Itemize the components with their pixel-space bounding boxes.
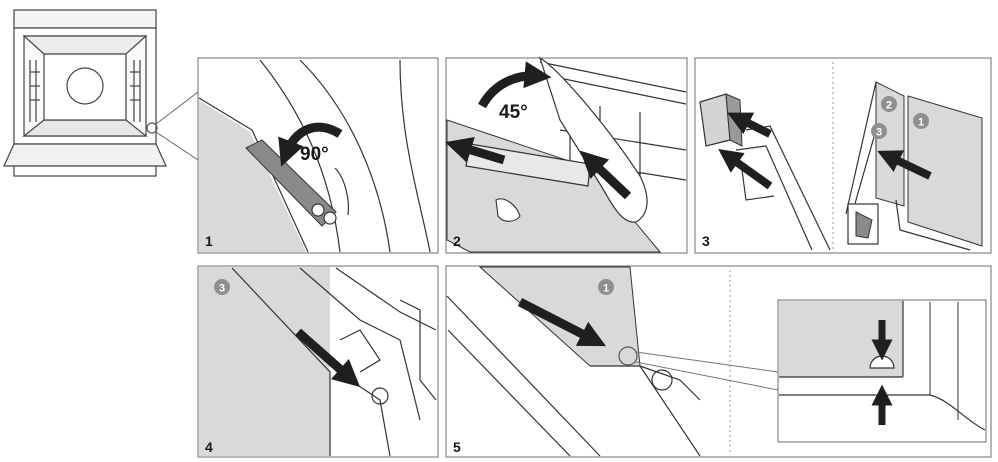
step-number-3: 3 xyxy=(702,233,710,249)
hand-illustration xyxy=(538,56,648,223)
rotate-arrow-45 xyxy=(478,61,552,109)
push-arrow xyxy=(877,150,932,180)
step-panel-1: 90° 1 xyxy=(197,57,439,254)
svg-text:3: 3 xyxy=(876,127,882,139)
insert-arrow-lower xyxy=(718,149,773,190)
slide-arrow-left xyxy=(445,137,506,165)
step-panel-5: 1 5 xyxy=(445,265,992,458)
callout-badge-3 xyxy=(871,123,887,139)
slide-arrow xyxy=(517,297,607,347)
callout-badge-2 xyxy=(881,96,897,112)
svg-text:2: 2 xyxy=(886,100,892,112)
callout-badge-1 xyxy=(598,279,614,295)
lift-arrow xyxy=(580,150,632,200)
step-number-4: 4 xyxy=(205,439,213,455)
detail-zoom-box xyxy=(777,299,987,443)
svg-text:3: 3 xyxy=(219,283,225,295)
oven-overview-illustration xyxy=(3,9,199,177)
step-number-5: 5 xyxy=(453,439,461,455)
callout-badge-1 xyxy=(913,113,929,129)
step-number-1: 1 xyxy=(205,233,213,249)
insert-arrow xyxy=(295,328,361,387)
step-panel-4: 3 4 xyxy=(197,265,439,458)
rotate-arrow-90 xyxy=(278,122,343,167)
step-number-2: 2 xyxy=(453,233,461,249)
angle-label-45: 45° xyxy=(499,102,528,123)
step-panel-3: 1 2 3 3 xyxy=(694,57,992,254)
svg-text:1: 1 xyxy=(918,117,924,129)
svg-text:1: 1 xyxy=(603,283,609,295)
callout-badge-3 xyxy=(214,279,230,295)
angle-label-90: 90° xyxy=(300,144,329,165)
insert-arrow-upper xyxy=(727,112,772,138)
step-panel-2: 45° 2 xyxy=(445,56,688,254)
hinge-lever xyxy=(245,139,337,227)
clip-part xyxy=(699,93,743,147)
